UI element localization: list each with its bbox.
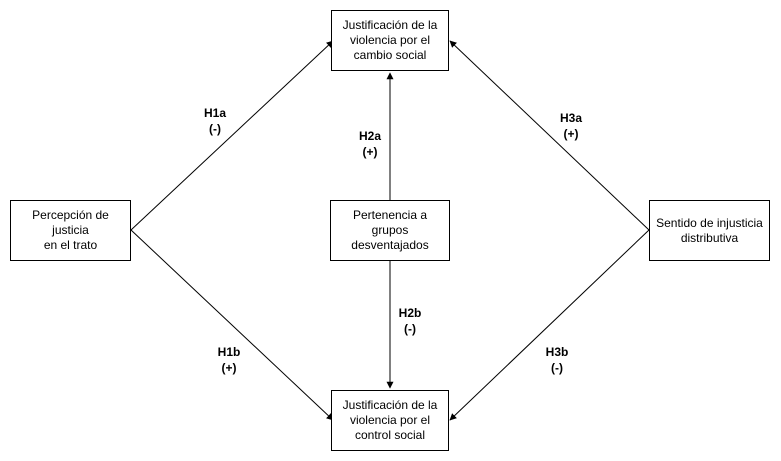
node-text-line: Pertenencia a grupos xyxy=(352,208,428,237)
node-text-line: Justificación de la xyxy=(342,18,438,32)
hypothesis-label-h3a: H3a (+) xyxy=(551,110,591,142)
hypothesis-label-h1a: H1a (-) xyxy=(195,105,235,137)
node-text-line: distributiva xyxy=(680,230,739,245)
hypothesis-sign: (-) xyxy=(551,361,563,375)
arrow-h1a xyxy=(130,40,334,231)
node-text-line: en el trato xyxy=(43,238,98,252)
hypothesis-sign: (+) xyxy=(563,127,579,141)
node-text-line: cambio social xyxy=(353,48,427,62)
hypothesis-name: H2b xyxy=(398,306,422,320)
node-percepcion-justicia: Percepción de justicia en el trato xyxy=(10,200,131,261)
hypothesis-name: H1b xyxy=(217,345,241,359)
hypothesis-label-h3b: H3b (-) xyxy=(537,344,577,376)
hypothesis-name: H1a xyxy=(203,106,226,120)
node-text-line: violencia por el xyxy=(349,33,431,47)
node-text-line: desventajados xyxy=(351,238,429,252)
hypothesis-name: H2a xyxy=(358,129,381,143)
hypothesis-label-h2b: H2b (-) xyxy=(390,305,430,337)
node-text-line: control social xyxy=(354,428,426,442)
node-text-line: Sentido de injusticia xyxy=(656,215,763,230)
node-text-line: Percepción de justicia xyxy=(32,208,109,237)
arrow-h1b xyxy=(130,229,334,421)
hypothesis-name: H3a xyxy=(559,111,582,125)
node-text-line: Justificación de la xyxy=(342,398,438,412)
hypothesis-label-h2a: H2a (+) xyxy=(350,128,390,160)
node-justificacion-cambio-social: Justificación de la violencia por el cam… xyxy=(331,10,449,71)
arrow-h3a xyxy=(449,40,650,231)
node-sentido-injusticia: Sentido de injusticia distributiva xyxy=(649,200,770,261)
hypothesis-sign: (-) xyxy=(404,322,416,336)
hypothesis-label-h1b: H1b (+) xyxy=(209,344,249,376)
hypothesis-sign: (+) xyxy=(221,361,237,375)
node-pertenencia-grupos: Pertenencia a grupos desventajados xyxy=(330,200,450,261)
node-text-line: violencia por el xyxy=(349,413,431,427)
node-justificacion-control-social: Justificación de la violencia por el con… xyxy=(331,390,449,451)
hypothesis-sign: (+) xyxy=(362,145,378,159)
arrow-h3b xyxy=(449,229,650,421)
hypothesis-name: H3b xyxy=(545,345,569,359)
hypothesis-sign: (-) xyxy=(209,122,221,136)
